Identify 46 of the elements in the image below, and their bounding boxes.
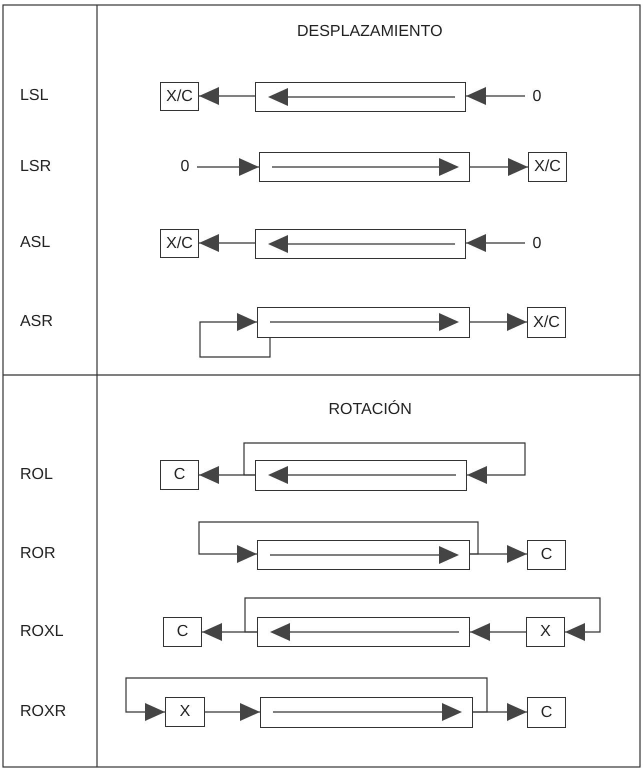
register-box <box>257 540 470 570</box>
register-box <box>260 697 473 728</box>
arrow <box>199 234 255 252</box>
arrow <box>470 158 528 176</box>
arrow <box>125 677 488 721</box>
arrow <box>199 313 271 358</box>
input-value: 0 <box>525 229 549 258</box>
arrow <box>470 623 526 641</box>
arrow <box>466 234 525 252</box>
flag-box: C <box>527 540 566 570</box>
instruction-name: ASL <box>20 234 50 252</box>
register-box <box>257 617 470 647</box>
flag-box: C <box>160 460 199 490</box>
instruction-name: ROXR <box>20 703 66 721</box>
flag-box: C <box>163 617 202 647</box>
flag-box: X/C <box>160 229 199 258</box>
instruction-name: LSR <box>20 158 52 176</box>
arrow <box>470 313 527 331</box>
arrow <box>243 442 526 484</box>
register-box <box>255 82 466 112</box>
arrow <box>466 87 525 105</box>
arrow <box>244 597 601 641</box>
instruction-name: ROXL <box>20 623 64 641</box>
arrow <box>197 158 259 176</box>
arrow <box>470 545 527 563</box>
register-box <box>255 460 467 491</box>
section-heading: ROTACIÓN <box>328 401 412 419</box>
flag-box: X <box>526 617 565 647</box>
section-heading: DESPLAZAMIENTO <box>297 23 443 41</box>
flag-box: X/C <box>527 307 566 338</box>
instruction-name: ASR <box>20 313 53 331</box>
instruction-name: LSL <box>20 87 48 105</box>
flag-box: X/C <box>160 82 199 111</box>
arrow <box>199 87 255 105</box>
register-box <box>259 152 470 182</box>
instruction-name: ROL <box>20 466 53 484</box>
flag-box: C <box>527 697 566 728</box>
arrow <box>205 703 260 721</box>
instruction-name: ROR <box>20 545 56 563</box>
input-value: 0 <box>173 152 197 182</box>
register-box <box>255 229 466 259</box>
input-value: 0 <box>525 82 549 111</box>
register-box <box>257 307 470 338</box>
flag-box: X <box>165 697 205 727</box>
flag-box: X/C <box>528 152 567 182</box>
arrow <box>198 521 479 563</box>
